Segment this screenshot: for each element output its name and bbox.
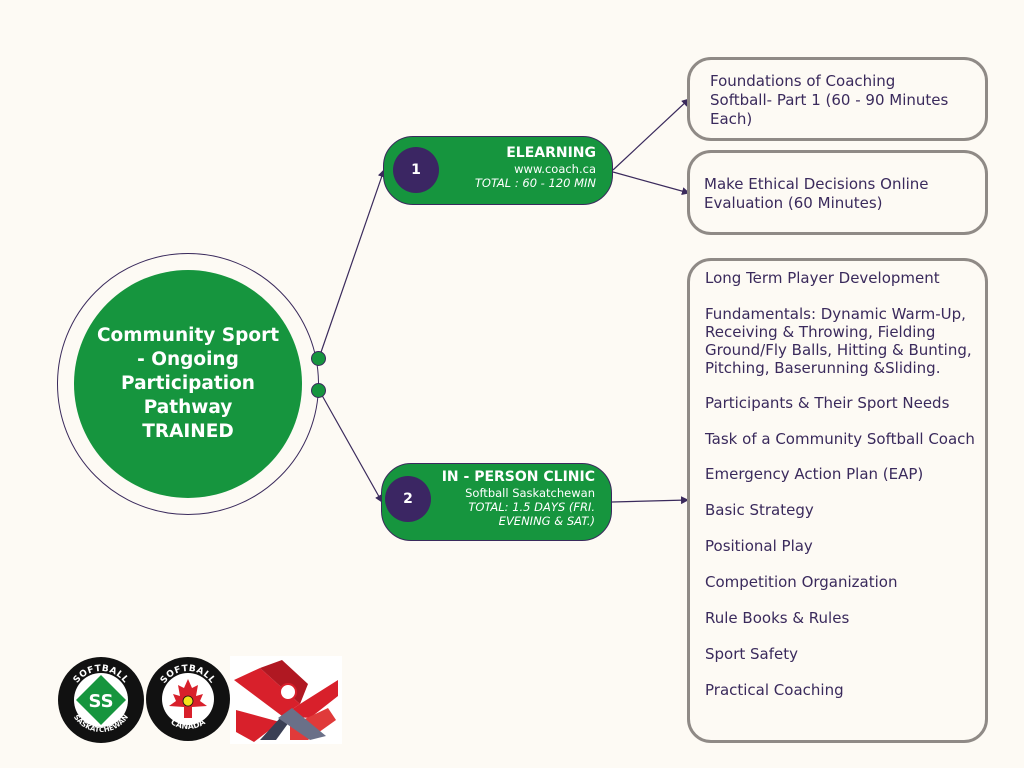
topic-item: Task of a Community Softball Coach [705, 430, 975, 448]
elearning-title: ELEARNING [506, 145, 596, 161]
clinic-provider: Softball Saskatchewan [465, 486, 595, 500]
softball-canada-logo: SOFTBALL CANADA [146, 657, 230, 741]
elearning-node: 1 ELEARNING www.coach.ca TOTAL : 60 - 12… [383, 136, 613, 205]
connector-knob-bottom [311, 383, 326, 398]
connector-knob-top [311, 351, 326, 366]
coaching-association-logo [230, 656, 342, 744]
elearning-module-box: Make Ethical Decisions Online Evaluation… [687, 150, 988, 235]
topic-item: Rule Books & Rules [705, 609, 850, 627]
topic-item: Competition Organization [705, 573, 898, 591]
topic-item: Basic Strategy [705, 501, 814, 519]
pathway-title: Community Sport - Ongoing Participation … [96, 325, 280, 442]
topic-item: Fundamentals: Dynamic Warm-Up, Receiving… [705, 305, 972, 377]
topic-item: Sport Safety [705, 645, 799, 663]
topic-item: Participants & Their Sport Needs [705, 394, 950, 412]
connector-center-to-clinic [318, 389, 383, 503]
clinic-node: 2 IN - PERSON CLINIC Softball Saskatchew… [381, 463, 612, 541]
connector-clinic-to-topics [611, 496, 689, 505]
topic-item: Emergency Action Plan (EAP) [705, 465, 924, 483]
topic-item: Practical Coaching [705, 681, 844, 699]
topic-item: Long Term Player Development [705, 269, 940, 287]
svg-text:SS: SS [88, 691, 113, 712]
connector-elearning-to-module-2 [612, 171, 690, 195]
connector-center-to-elearning [318, 169, 386, 359]
elearning-module-box: Foundations of Coaching Softball- Part 1… [687, 57, 988, 141]
pathway-circle: Community Sport - Ongoing Participation … [74, 270, 302, 498]
elearning-website: www.coach.ca [514, 162, 596, 176]
clinic-duration: TOTAL: 1.5 DAYS (FRI. EVENING & SAT.) [468, 500, 595, 528]
svg-text:CANADA: CANADA [169, 717, 207, 731]
step-number-badge: 2 [385, 476, 431, 522]
clinic-title: IN - PERSON CLINIC [441, 469, 595, 485]
softball-saskatchewan-logo: SOFTBALL SASKATCHEWAN SS [58, 657, 144, 743]
topic-item: Positional Play [705, 537, 813, 555]
module-label: Foundations of Coaching Softball- Part 1… [710, 72, 949, 128]
connector-elearning-to-module-1 [612, 98, 690, 171]
step-number-badge: 1 [393, 147, 439, 193]
elearning-duration: TOTAL : 60 - 120 MIN [474, 176, 596, 190]
module-label: Make Ethical Decisions Online Evaluation… [704, 175, 929, 212]
clinic-topics-box: Long Term Player Development Fundamental… [687, 258, 988, 743]
